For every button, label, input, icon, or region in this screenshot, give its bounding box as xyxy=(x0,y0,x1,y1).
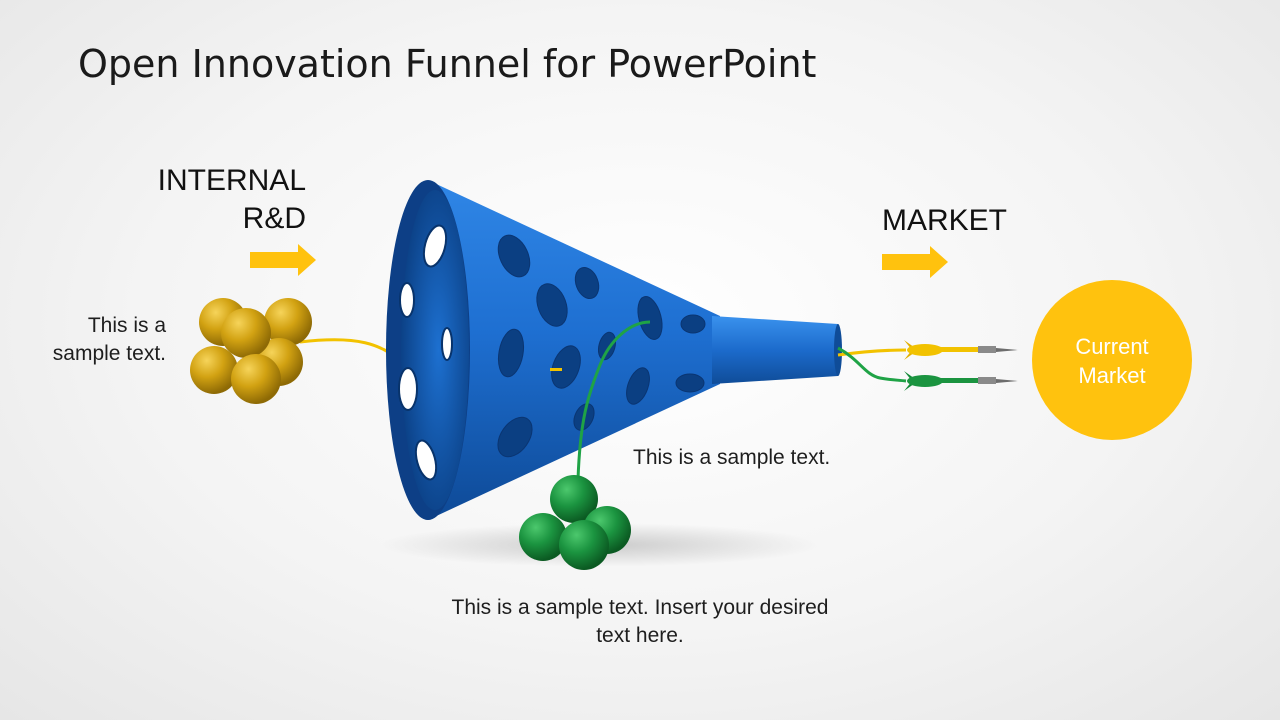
left-sample-text: This is a sample text. xyxy=(52,314,166,365)
green-dart xyxy=(904,371,1018,391)
green-ball-cluster xyxy=(519,475,631,570)
internal-label-line1: INTERNAL xyxy=(157,164,306,197)
market-label: MARKET xyxy=(882,204,1008,237)
market-arrow xyxy=(882,246,948,278)
current-market-circle xyxy=(1032,280,1192,440)
funnel-spout-end xyxy=(834,324,842,376)
gold-ball-cluster xyxy=(190,298,312,404)
middle-sample-text: This is a sample text. xyxy=(633,446,831,469)
internal-arrow xyxy=(250,244,316,276)
internal-label-line2: R&D xyxy=(242,202,306,235)
funnel-mouth-holes xyxy=(398,224,453,481)
bottom-sample-text: This is a sample text. Insert your desir… xyxy=(451,596,829,647)
slide-title: Open Innovation Funnel for PowerPoint xyxy=(78,42,817,86)
gold-dash xyxy=(550,368,562,371)
internal-rd-label: INTERNAL R&D xyxy=(130,162,306,238)
green-string xyxy=(576,320,651,481)
funnel-holes xyxy=(497,234,706,458)
funnel-mouth xyxy=(401,190,469,510)
green-dart-string xyxy=(837,346,907,383)
current-market-line1: Current xyxy=(1075,334,1149,359)
funnel-spout xyxy=(712,316,838,384)
gold-dart-string xyxy=(837,348,907,357)
current-market-line2: Market xyxy=(1078,363,1146,388)
gold-dart xyxy=(904,340,1018,360)
current-market-label: Current Market xyxy=(1032,332,1192,390)
